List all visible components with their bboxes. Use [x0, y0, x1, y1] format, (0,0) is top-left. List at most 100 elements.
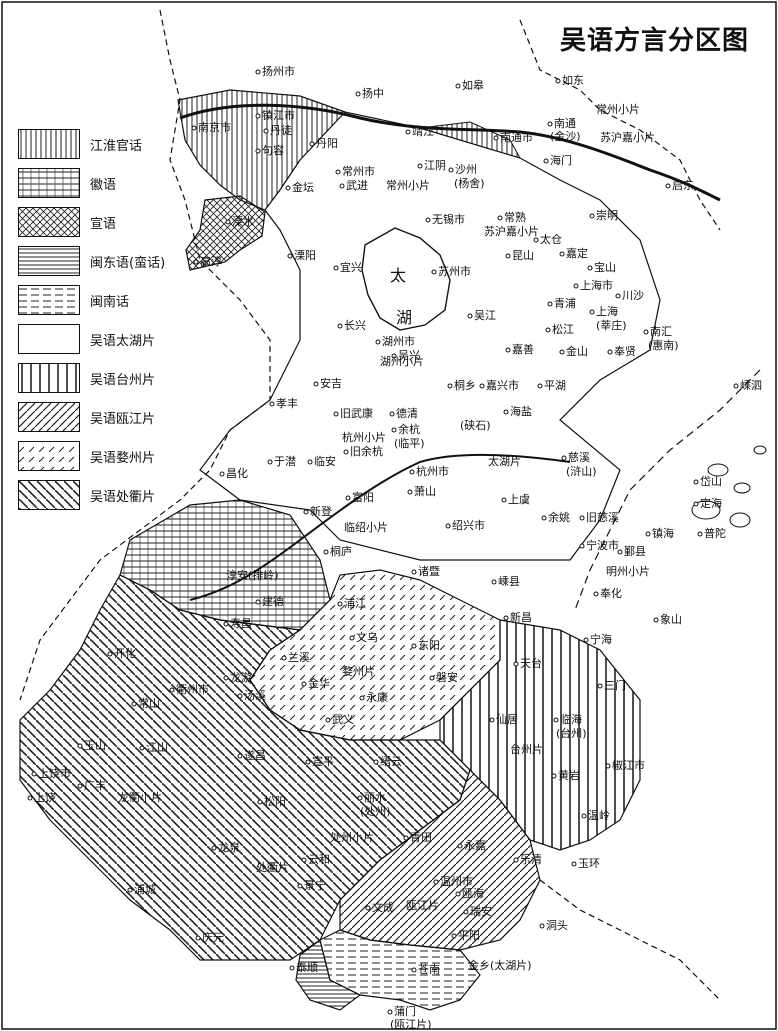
city-dot — [417, 163, 423, 169]
city-dot — [579, 543, 585, 549]
legend-swatch-xuan — [18, 207, 80, 237]
city-dot — [463, 909, 469, 915]
place-label: 宁海 — [590, 633, 612, 646]
place-label: 南通 — [554, 117, 576, 130]
legend-label: 吴语婺州片 — [90, 450, 156, 466]
place-label: (瓯江片) — [390, 1018, 432, 1031]
place-label: 黄岩 — [558, 769, 580, 782]
place-label: 德清 — [396, 407, 418, 420]
place-label: (临平) — [394, 437, 425, 450]
region-taizhou — [439, 619, 641, 851]
place-label: 武义 — [332, 713, 354, 726]
city-dot — [451, 933, 457, 939]
legend-label: 闽东语(蛮话) — [90, 255, 166, 271]
place-label: 沙州 — [455, 163, 477, 176]
city-dot — [593, 591, 599, 597]
city-dot — [77, 783, 83, 789]
legend-label: 吴语台州片 — [90, 372, 156, 388]
legend-swatch-hui — [18, 168, 80, 198]
place-label: 新登 — [310, 505, 332, 518]
place-label: 乐清 — [520, 853, 542, 866]
city-dot — [697, 531, 703, 537]
city-dot — [391, 427, 397, 433]
legend-swatch-oujiang — [18, 402, 80, 432]
place-label: 南汇 — [650, 325, 672, 338]
city-dot — [501, 497, 507, 503]
city-dot — [169, 687, 175, 693]
city-dot — [429, 675, 435, 681]
place-label: 天台 — [520, 657, 542, 670]
place-label: 缙云 — [380, 755, 402, 768]
city-dot — [733, 383, 739, 389]
legend-swatch-chuqu — [18, 480, 80, 510]
legend-item-jianghuai: 江淮官话 — [18, 128, 142, 160]
city-dot — [355, 91, 361, 97]
city-dot — [547, 301, 553, 307]
city-dot — [325, 717, 331, 723]
city-dot — [547, 121, 553, 127]
city-dot — [545, 327, 551, 333]
place-label: 开化 — [114, 647, 136, 660]
province-boundary-sea — [574, 369, 761, 611]
city-dot — [285, 185, 291, 191]
city-dot — [497, 215, 503, 221]
city-dot — [645, 531, 651, 537]
city-dot — [337, 601, 343, 607]
city-dot — [489, 717, 495, 723]
legend-label: 宣语 — [90, 216, 117, 232]
place-label: 衢州市 — [176, 683, 209, 696]
city-dot — [693, 479, 699, 485]
legend-label: 闽南话 — [90, 294, 130, 310]
place-label: 椒江市 — [612, 759, 645, 772]
city-dot — [335, 169, 341, 175]
map-title: 吴语方言分区图 — [560, 26, 750, 56]
city-dot — [359, 695, 365, 701]
yangtze-river — [179, 103, 721, 202]
city-dot — [411, 643, 417, 649]
place-label: 句容 — [262, 144, 284, 157]
city-dot — [255, 113, 261, 119]
place-label: 文乌 — [356, 631, 378, 644]
place-label: 武进 — [346, 179, 368, 192]
place-label: (杨舍) — [454, 177, 485, 190]
region-xuan — [185, 195, 266, 271]
place-label: 永康 — [366, 691, 388, 704]
place-label: 蒲门 — [394, 1005, 416, 1018]
city-dot — [431, 269, 437, 275]
place-label: 海盐 — [510, 405, 532, 418]
city-dot — [513, 661, 519, 667]
legend-swatch-wuzhou — [18, 441, 80, 471]
place-label: 南通市 — [500, 131, 533, 144]
city-dot — [505, 253, 511, 259]
place-label: 丽水 — [364, 791, 386, 804]
legend-item-oujiang: 吴语瓯江片 — [18, 401, 155, 433]
place-label: (金沙) — [550, 130, 581, 143]
place-label: 吴江 — [474, 309, 496, 322]
place-label: 东阳 — [418, 639, 440, 652]
place-label: 金坛 — [292, 181, 314, 194]
place-label: 无锡市 — [432, 213, 465, 226]
city-dot — [665, 183, 671, 189]
place-label: 明州小片 — [606, 565, 650, 578]
place-label: 太 — [390, 266, 407, 285]
place-label: 青浦 — [554, 297, 576, 310]
legend-item-minnan: 闽南话 — [18, 284, 129, 316]
city-dot — [587, 265, 593, 271]
zhoushan-islands — [691, 445, 767, 528]
city-dot — [503, 409, 509, 415]
city-dot — [349, 635, 355, 641]
city-dot — [411, 569, 417, 575]
city-dot — [257, 799, 263, 805]
city-dot — [289, 965, 295, 971]
city-dot — [237, 693, 243, 699]
place-label: 浦城 — [134, 883, 156, 896]
city-dot — [339, 183, 345, 189]
city-dot — [301, 681, 307, 687]
city-dot — [445, 523, 451, 529]
city-dot — [313, 381, 319, 387]
place-label: 兰溪 — [288, 651, 310, 664]
place-label: 云和 — [308, 853, 330, 866]
city-dot — [77, 743, 83, 749]
place-label: 嵊泗 — [740, 379, 762, 392]
